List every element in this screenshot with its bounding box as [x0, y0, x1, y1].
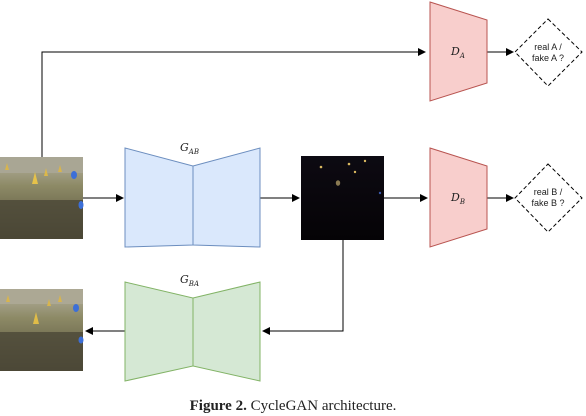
- caption-label: Figure 2.: [189, 398, 247, 414]
- g-ba-decoder: [192, 281, 261, 382]
- translated-image: [301, 156, 384, 240]
- discriminator-d-b: DB: [429, 147, 488, 248]
- discriminator-d-a: DA: [429, 1, 488, 102]
- arrow-translated-to-gba: [262, 240, 344, 335]
- arrow-input-to-da: [41, 48, 426, 157]
- decision-b: real B / fake B ?: [514, 163, 583, 233]
- decision-a: real A / fake A ?: [514, 18, 583, 87]
- connectors: [41, 48, 514, 335]
- generator-g-ab: GAB: [124, 141, 261, 248]
- decision-b-line1: real B /: [534, 187, 563, 197]
- g-ab-decoder: [192, 147, 261, 248]
- decision-b-line2: fake B ?: [531, 198, 564, 208]
- caption-text: CycleGAN architecture.: [250, 398, 397, 414]
- g-ab-label: GAB: [180, 141, 199, 156]
- input-image: [0, 157, 84, 239]
- d-a-label: DA: [450, 45, 465, 60]
- decision-a-line1: real A /: [534, 42, 562, 52]
- decision-a-line2: fake A ?: [532, 53, 564, 63]
- g-ab-encoder: [124, 147, 194, 248]
- figure-caption: Figure 2. CycleGAN architecture.: [0, 398, 586, 415]
- g-ba-label: GBA: [180, 273, 199, 288]
- g-ba-encoder: [124, 281, 194, 382]
- d-b-label: DB: [450, 191, 465, 206]
- reconstructed-image: [0, 289, 84, 371]
- generator-g-ba: GBA: [124, 273, 261, 382]
